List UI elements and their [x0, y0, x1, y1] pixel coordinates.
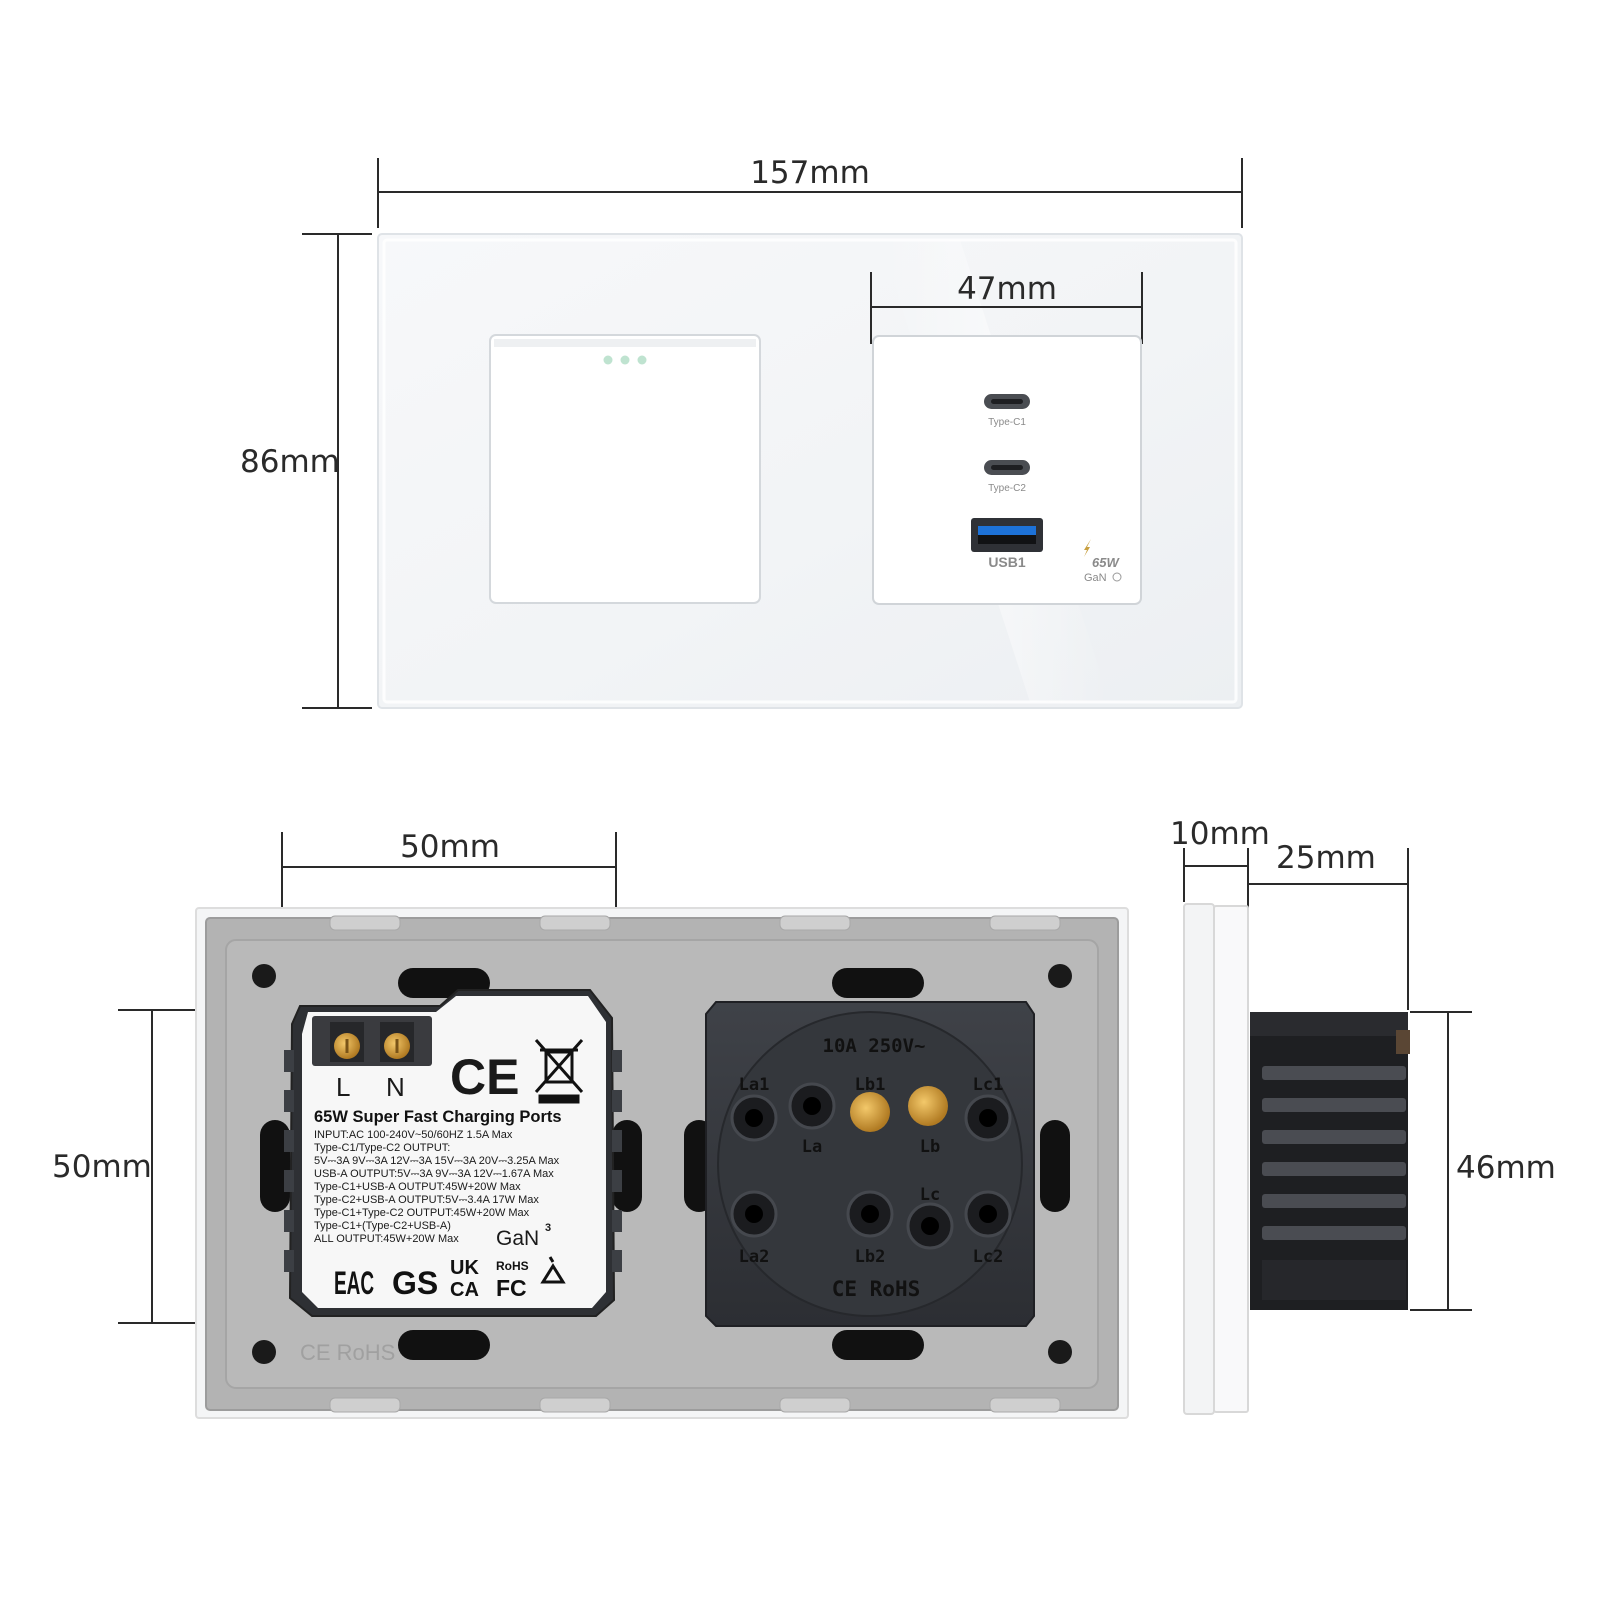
- terminal-l-label: L: [336, 1072, 350, 1102]
- eac-mark: EAC: [334, 1265, 374, 1301]
- rohs-mark: RoHS: [496, 1259, 529, 1273]
- spec-line: INPUT:AC 100-240V~50/60HZ 1.5A Max: [314, 1129, 513, 1141]
- terminal-holes-bottom: [730, 1190, 1012, 1250]
- switch-rating: 10A 250V~: [823, 1035, 926, 1057]
- usb-charger-module: Type-C1 Type-C2 USB1 65W GaN: [872, 335, 1142, 605]
- terminal-lb-label: Lb: [920, 1137, 940, 1157]
- terminal-lb1-label: Lb1: [855, 1075, 886, 1095]
- charger-spec-lines: INPUT:AC 100-240V~50/60HZ 1.5A Max Type-…: [314, 1129, 560, 1245]
- gan-label: GaN: [496, 1227, 539, 1250]
- terminal-lc1-label: Lc1: [973, 1075, 1004, 1095]
- recycle-icon: [540, 1256, 566, 1284]
- gan-65w-badge: 65W GaN: [1084, 539, 1122, 584]
- spec-line: USB-A OUTPUT:5V⎓3A 9V⎓3A 12V⎓1.67A Max: [314, 1168, 554, 1180]
- fcc-mark: FC: [496, 1275, 527, 1301]
- dimension-side-module: [1248, 848, 1409, 1010]
- charger-spec-label: [302, 996, 606, 1308]
- dimension-rear-height-label: 50mm: [52, 1149, 152, 1185]
- dimension-module-width-label: 47mm: [957, 271, 1057, 307]
- terminal-la2-label: La2: [739, 1247, 770, 1267]
- side-plate-edge: [1183, 903, 1215, 1415]
- spec-line: Type-C2+USB-A OUTPUT:5V⎓3.4A 17W Max: [314, 1194, 539, 1206]
- dimension-rear-width-label: 50mm: [400, 829, 500, 865]
- usb1-label: USB1: [988, 554, 1026, 570]
- weee-bin-icon: [534, 1039, 584, 1104]
- rear-view: 50mm 50mm: [52, 829, 1129, 1419]
- gan-sup: 3: [545, 1222, 551, 1234]
- brass-screw: [850, 1092, 890, 1132]
- frame-ce-rohs-mark: CE RoHS: [300, 1340, 395, 1365]
- terminal-n-label: N: [386, 1072, 405, 1102]
- dimension-side-plate-label: 10mm: [1170, 816, 1270, 852]
- brass-screw: [908, 1086, 948, 1126]
- side-module-body: [1250, 1012, 1410, 1310]
- spec-line: Type-C1+(Type-C2+USB-A): [314, 1220, 451, 1232]
- badge-power-label: 65W: [1092, 555, 1120, 570]
- spec-line: Type-C1+Type-C2 OUTPUT:45W+20W Max: [314, 1207, 530, 1219]
- terminal-holes-top: [730, 1082, 1012, 1142]
- spec-line: Type-C1/Type-C2 OUTPUT:: [314, 1142, 450, 1154]
- indicator-led-3: [637, 355, 647, 365]
- terminal-lb2-label: Lb2: [855, 1247, 886, 1267]
- spec-line: 5V⎓3A 9V⎓3A 12V⎓3A 15V⎓3A 20V⎓3.25A Max: [314, 1155, 560, 1167]
- switch-module-rear: 10A 250V~ La1 Lb1 Lc1 La Lb Lc: [705, 1001, 1035, 1327]
- charger-module-rear: L N CE 65W Super Fast Charging Ports INP…: [284, 989, 622, 1317]
- dimension-front-height: [302, 233, 372, 709]
- side-view: 10mm 25mm: [1170, 816, 1556, 1415]
- dimension-side-module-label: 25mm: [1276, 840, 1376, 876]
- dimension-side-height: [1410, 1011, 1472, 1311]
- dimension-front-width-label: 157mm: [750, 155, 870, 191]
- spec-line: Type-C1+USB-A OUTPUT:45W+20W Max: [314, 1181, 521, 1193]
- lightning-icon: [1084, 539, 1091, 557]
- switch-ce-rohs-mark: CE RoHS: [832, 1277, 921, 1301]
- front-view: 157mm 86mm 47mm: [240, 155, 1243, 709]
- terminal-lc2-label: Lc2: [973, 1247, 1004, 1267]
- type-c1-label: Type-C1: [988, 417, 1026, 428]
- indicator-led-1: [603, 355, 613, 365]
- gs-mark: GS: [392, 1265, 438, 1301]
- ca-mark: CA: [450, 1279, 479, 1301]
- terminal-lc-label: Lc: [920, 1185, 940, 1205]
- light-switch-rocker[interactable]: [489, 334, 761, 604]
- uk-mark: UK: [450, 1257, 479, 1279]
- dimension-module-width: [870, 272, 1143, 344]
- charger-label-title: 65W Super Fast Charging Ports: [314, 1108, 562, 1126]
- ce-mark: CE: [450, 1049, 519, 1105]
- spec-line: ALL OUTPUT:45W+20W Max: [314, 1233, 459, 1245]
- dimension-side-height-label: 46mm: [1456, 1150, 1556, 1186]
- glass-edge-highlight: [382, 238, 1238, 704]
- badge-gan-label: GaN: [1084, 572, 1107, 584]
- type-c2-label: Type-C2: [988, 483, 1026, 494]
- terminal-la-label: La: [802, 1137, 822, 1157]
- dimension-front-width: [377, 158, 1243, 228]
- frame-screw-holes: [252, 964, 1072, 1364]
- terminal-la1-label: La1: [739, 1075, 770, 1095]
- frame-clip-tabs: [329, 915, 1061, 1413]
- dimension-front-height-label: 86mm: [240, 444, 340, 480]
- indicator-led-2: [620, 355, 630, 365]
